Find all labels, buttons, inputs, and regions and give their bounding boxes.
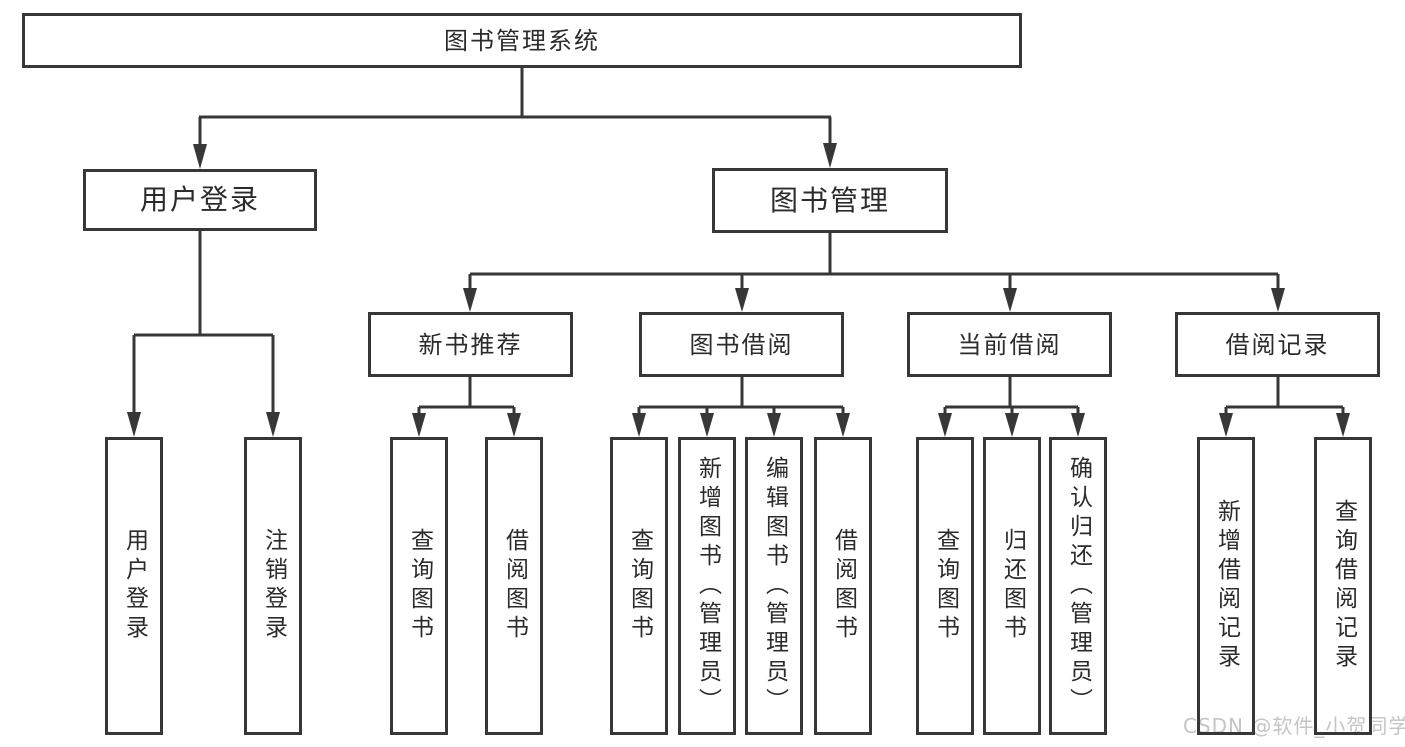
leaf-bb-borrow-books: 借阅图书 — [814, 437, 872, 735]
leaf-bb-add-books: 新增图书（管理员） — [678, 437, 736, 735]
leaf-br-query-record-label: 查询借阅记录 — [1330, 499, 1357, 673]
csdn-watermark: CSDN @软件_小贺同学 — [1183, 714, 1405, 738]
leaf-cb-return-books: 归还图书 — [983, 437, 1041, 735]
leaf-cb-confirm-return: 确认归还（管理员） — [1049, 437, 1107, 735]
leaf-nbr-query-books: 查询图书 — [390, 437, 448, 735]
node-borrow-records-label: 借阅记录 — [1225, 330, 1330, 359]
leaf-user-login: 用户登录 — [105, 437, 163, 735]
node-borrow-records: 借阅记录 — [1175, 312, 1380, 377]
node-new-book-recommend-label: 新书推荐 — [418, 330, 523, 359]
leaf-br-add-record: 新增借阅记录 — [1197, 437, 1255, 735]
leaf-logout: 注销登录 — [244, 437, 302, 735]
node-book-management: 图书管理 — [712, 168, 948, 233]
node-root-system: 图书管理系统 — [22, 13, 1022, 68]
leaf-br-add-record-label: 新增借阅记录 — [1213, 499, 1240, 673]
leaf-bb-query-books: 查询图书 — [610, 437, 668, 735]
leaf-br-query-record: 查询借阅记录 — [1314, 437, 1372, 735]
leaf-bb-edit-books: 编辑图书（管理员） — [745, 437, 803, 735]
leaf-cb-confirm-return-label: 确认归还（管理员） — [1065, 455, 1092, 717]
leaf-bb-add-books-label: 新增图书（管理员） — [694, 455, 721, 717]
leaf-nbr-borrow-books-label: 借阅图书 — [501, 528, 528, 644]
leaf-nbr-query-books-label: 查询图书 — [406, 528, 433, 644]
leaf-bb-edit-books-label: 编辑图书（管理员） — [761, 455, 788, 717]
leaf-logout-label: 注销登录 — [260, 528, 287, 644]
node-current-borrow-label: 当前借阅 — [957, 330, 1062, 359]
node-book-borrow-label: 图书借阅 — [689, 330, 794, 359]
leaf-bb-query-books-label: 查询图书 — [626, 528, 653, 644]
node-root-label: 图书管理系统 — [444, 26, 600, 55]
tree-edges — [132, 66, 1345, 416]
leaf-cb-query-books-label: 查询图书 — [932, 528, 959, 644]
node-new-book-recommend: 新书推荐 — [368, 312, 573, 377]
node-current-borrow: 当前借阅 — [907, 312, 1112, 377]
leaf-cb-return-books-label: 归还图书 — [999, 528, 1026, 644]
leaf-nbr-borrow-books: 借阅图书 — [485, 437, 543, 735]
leaf-bb-borrow-books-label: 借阅图书 — [830, 528, 857, 644]
leaf-user-login-label: 用户登录 — [121, 528, 148, 644]
leaf-cb-query-books: 查询图书 — [916, 437, 974, 735]
node-user-login-group-label: 用户登录 — [139, 183, 260, 216]
node-book-borrow: 图书借阅 — [639, 312, 844, 377]
node-user-login-group: 用户登录 — [83, 169, 317, 231]
arrowheads — [127, 143, 1350, 437]
node-book-management-label: 图书管理 — [769, 183, 890, 217]
